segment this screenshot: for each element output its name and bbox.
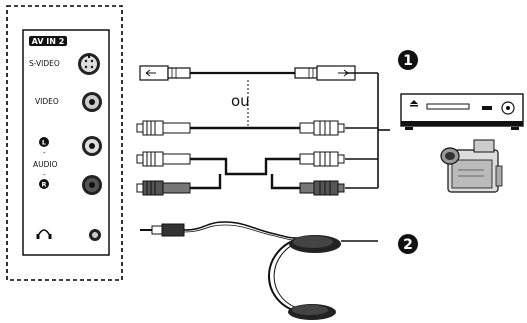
svg-text:-: - <box>43 171 46 179</box>
callout-2: 2 <box>341 234 418 254</box>
right-marker <box>39 179 49 189</box>
svideo-jack[interactable] <box>78 53 100 75</box>
audio-label: AUDIO <box>33 160 58 169</box>
vcr-icon <box>400 93 524 130</box>
tv-side-panel-outline <box>6 5 123 281</box>
av-in-2-label: AV IN 2 <box>32 37 65 46</box>
headphones-icon <box>36 229 52 239</box>
headphone-jack[interactable] <box>89 229 101 241</box>
audio-label-group: L - AUDIO - R <box>33 137 58 189</box>
camcorder-icon <box>440 139 503 193</box>
svideo-cable <box>139 65 356 81</box>
or-label: ou <box>231 92 250 110</box>
callout-1: 1 <box>398 50 418 70</box>
left-marker <box>39 137 49 147</box>
audio-cable-right <box>136 174 345 196</box>
audio-left-jack[interactable] <box>82 136 102 156</box>
callout-2-number: 2 <box>403 237 413 253</box>
audio-cable-left <box>136 151 345 176</box>
av-in-2-badge: AV IN 2 <box>29 36 67 46</box>
right-marker-text: R <box>41 181 46 189</box>
svideo-label: S-VIDEO <box>29 59 60 68</box>
video-jack[interactable] <box>82 92 102 112</box>
left-marker-text: L <box>42 139 46 147</box>
headphones-device-icon <box>140 221 341 320</box>
device-bracket <box>345 72 390 189</box>
callout-1-number: 1 <box>403 53 413 69</box>
svg-text:-: - <box>43 149 46 157</box>
video-label: VIDEO <box>35 97 59 106</box>
audio-right-jack[interactable] <box>82 175 102 195</box>
video-cable <box>136 120 345 136</box>
